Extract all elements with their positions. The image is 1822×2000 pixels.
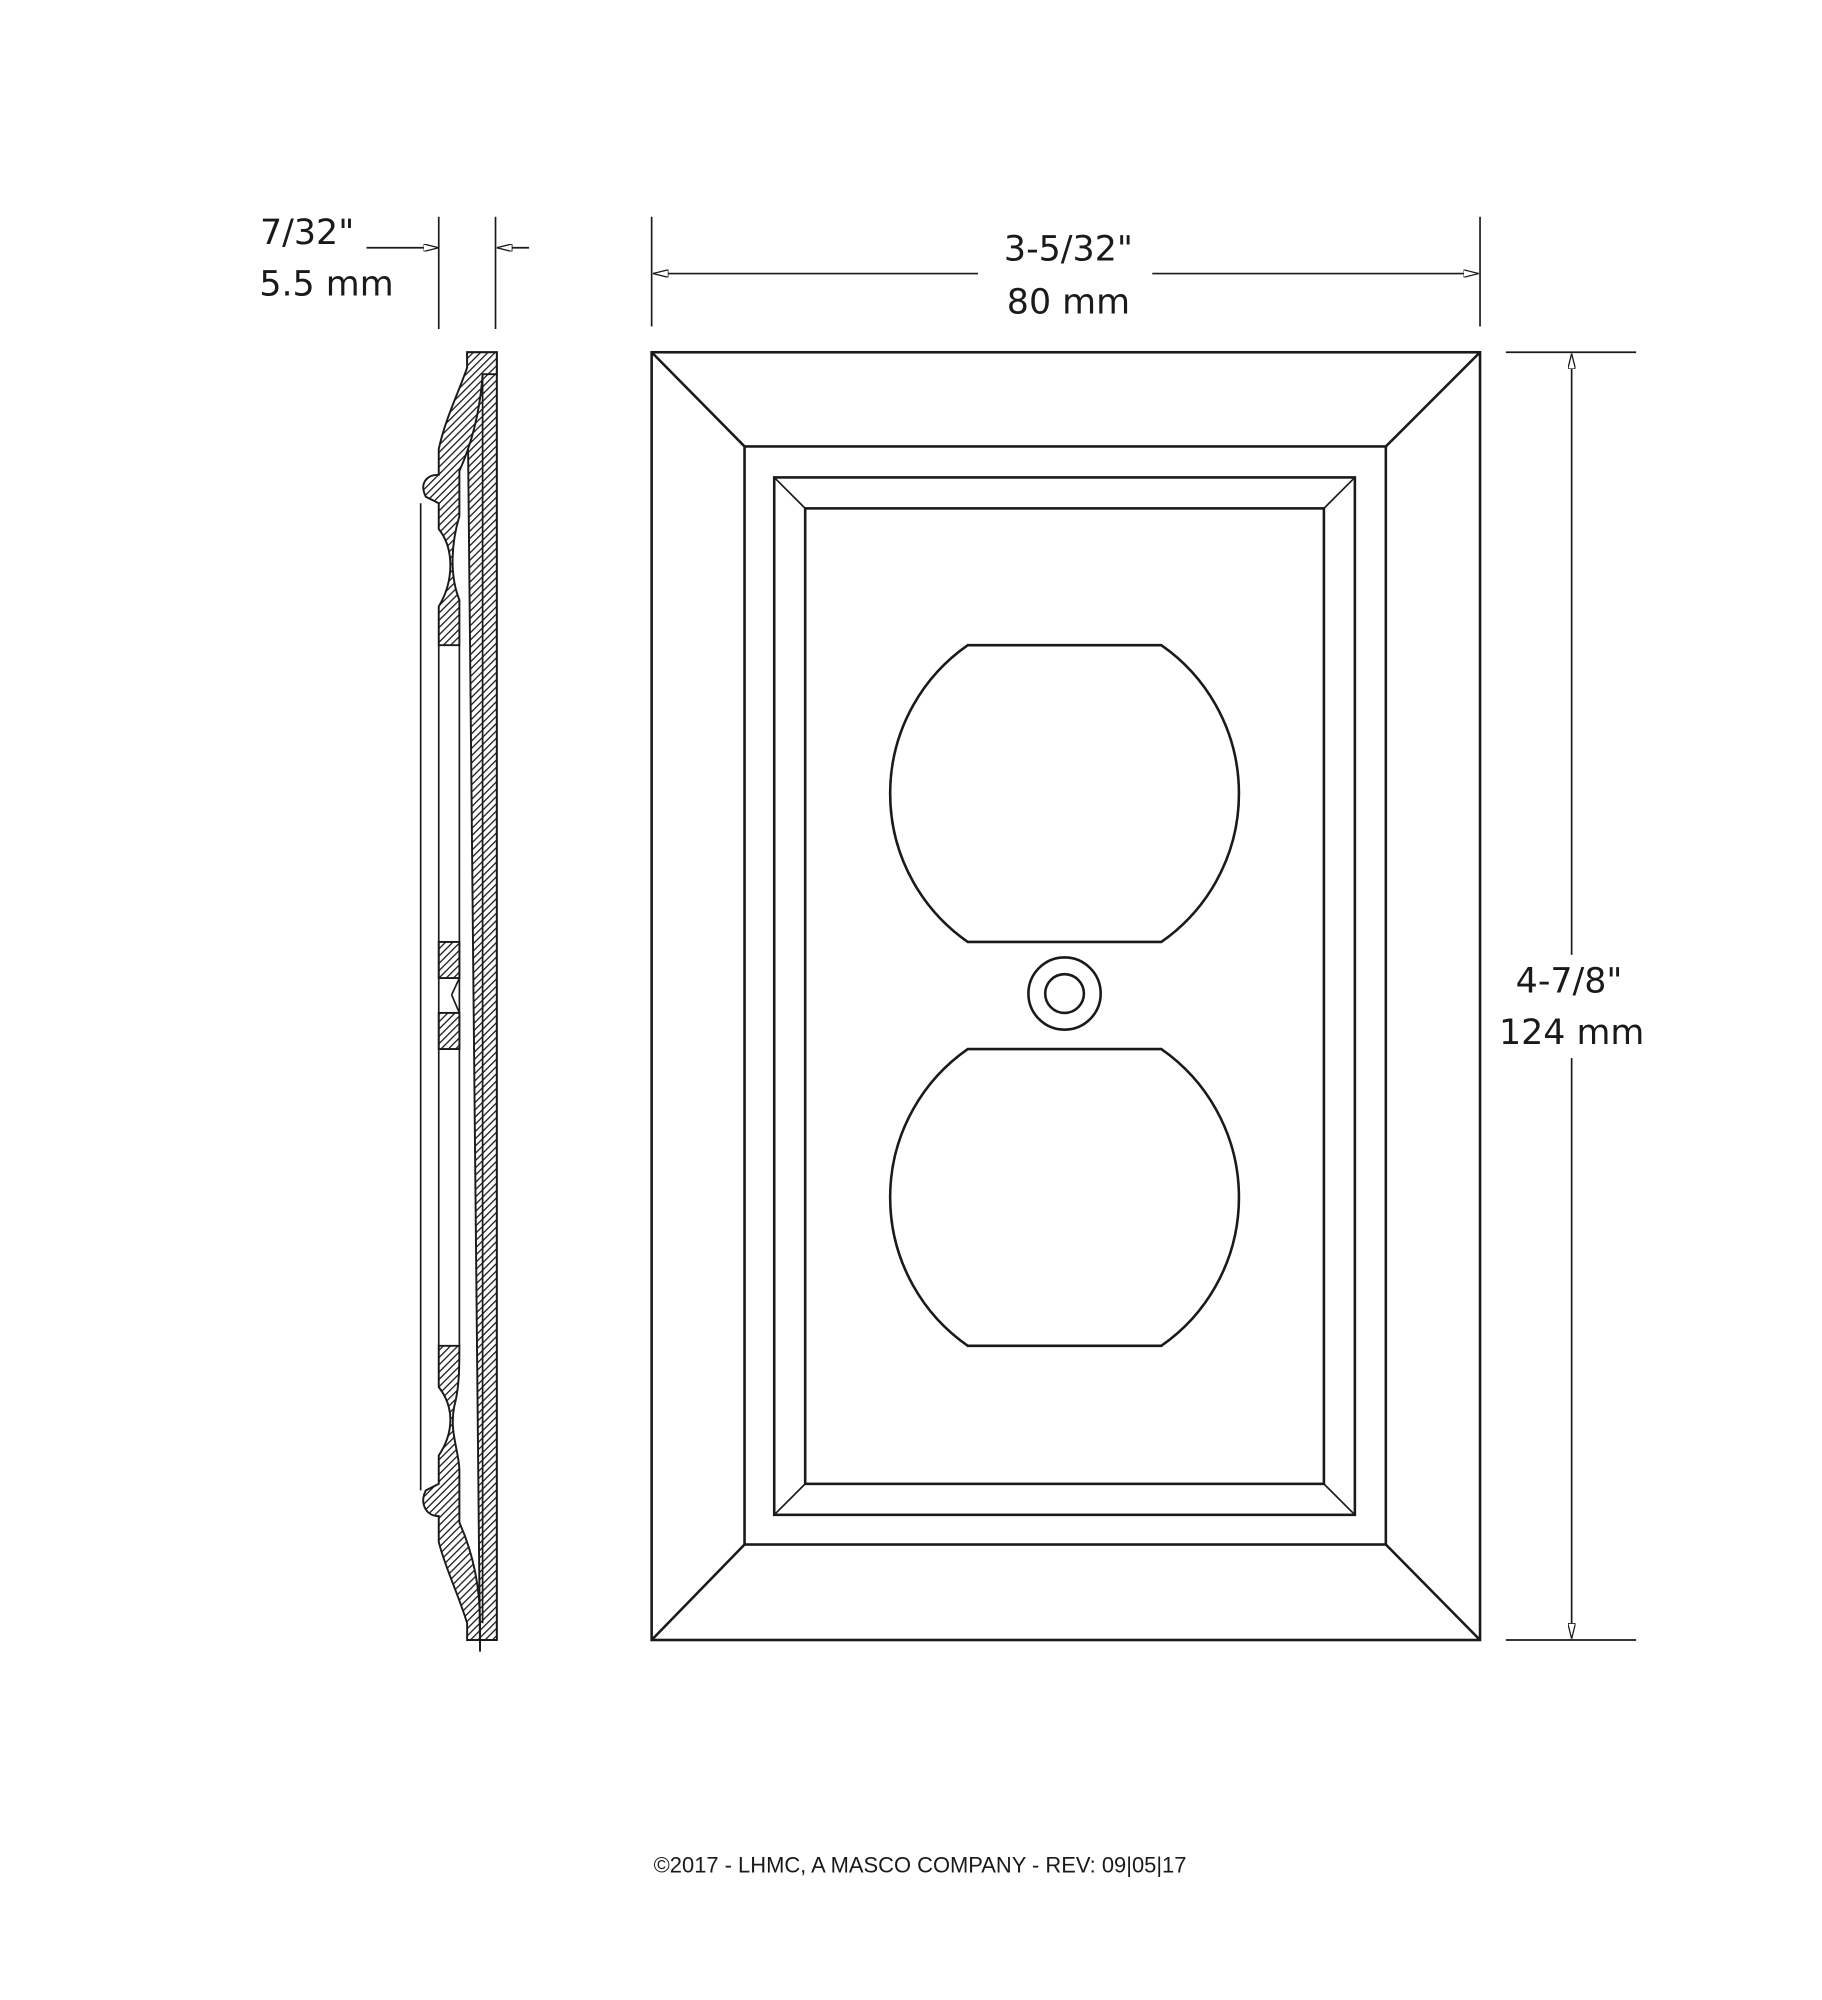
thickness-dimension: 7/32" 5.5 mm [259,213,530,330]
width-dimension: 3-5/32" 80 mm [650,216,1481,327]
outlet-opening-bottom [888,1047,1241,1348]
width-imperial: 3-5/32" [1004,230,1133,270]
height-dimension: 4-7/8" 124 mm [1499,351,1644,1641]
outlet-opening-top [888,643,1241,944]
plate-inner-panel [803,507,1326,1486]
screw-boss [1027,956,1102,1031]
height-metric: 124 mm [1499,1013,1644,1053]
height-imperial: 4-7/8" [1516,961,1623,1001]
thickness-imperial: 7/32" [260,213,354,253]
side-profile-view [419,351,498,1652]
front-plate-view [650,350,1482,1642]
screw-hole [1043,972,1086,1015]
plate-bevel-edge [743,445,1388,1546]
plate-outer-edge [650,350,1482,1642]
side-profile-section [422,351,498,1652]
plate-inner-frame [772,476,1357,1517]
thickness-metric: 5.5 mm [259,264,393,304]
copyright-footer: ©2017 - LHMC, A MASCO COMPANY - REV: 09|… [654,1852,1187,1877]
width-metric: 80 mm [1007,283,1130,323]
